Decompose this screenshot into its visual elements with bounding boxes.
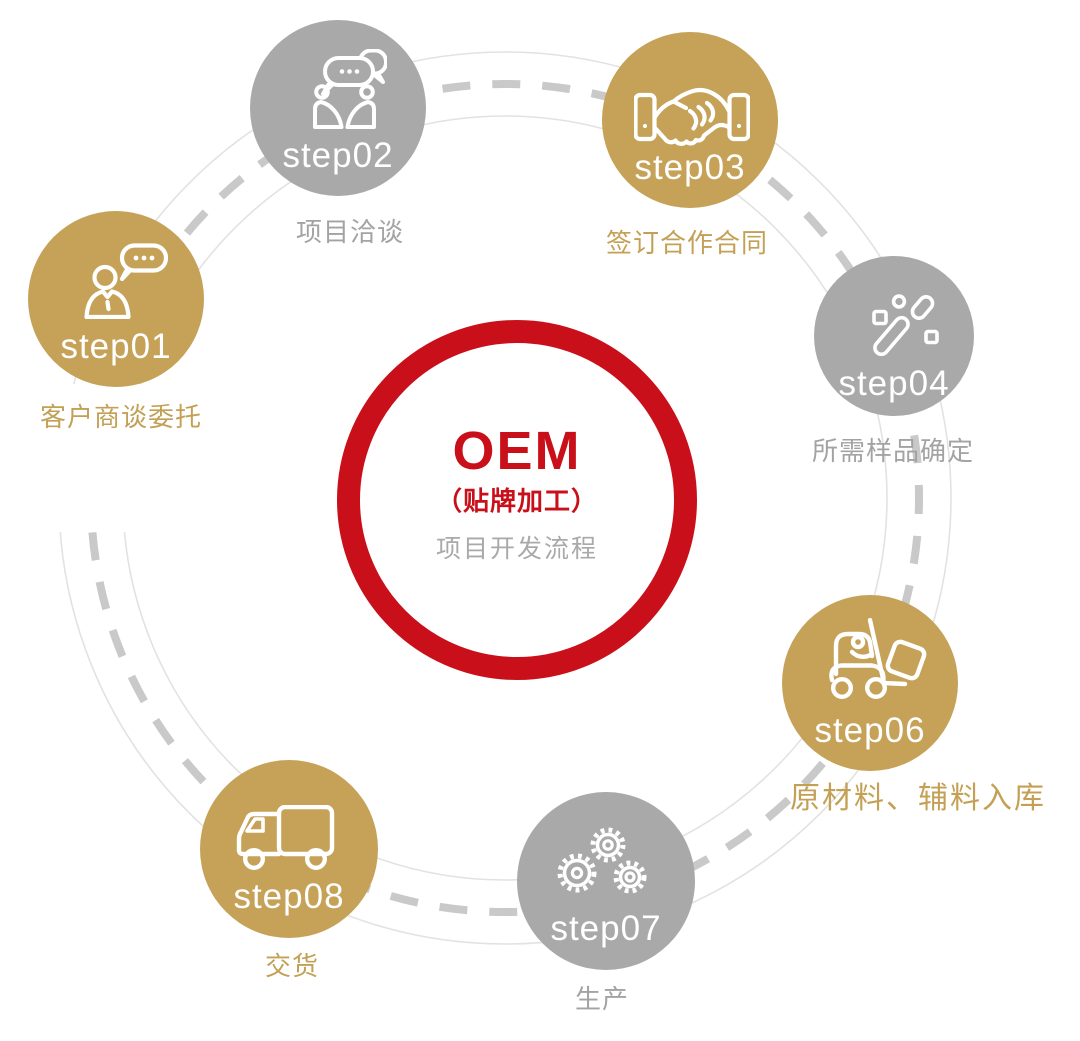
road-gap	[0, 384, 216, 532]
step-circle-step03: step03	[602, 32, 778, 208]
step-caption-step04: 所需样品确定	[811, 436, 975, 466]
oem-subtitle: （贴牌加工）	[435, 486, 598, 516]
step-circle-step02: step02	[250, 20, 426, 196]
center-circle: OEM （贴牌加工） 项目开发流程	[337, 320, 697, 680]
step-caption-step08: 交货	[264, 951, 320, 981]
step-number-label: step06	[814, 711, 926, 750]
handshake-icon	[634, 84, 750, 148]
step-number-label: step03	[634, 148, 746, 187]
truck-icon	[235, 805, 335, 871]
step-circle-step07: step07	[517, 792, 695, 970]
step-number-label: step07	[550, 909, 662, 948]
sample-wand-icon	[869, 293, 941, 361]
conversation-icon	[301, 49, 387, 129]
step-caption-step02: 项目洽谈	[295, 217, 405, 247]
step-circle-step01: step01	[28, 211, 204, 387]
gears-icon	[557, 827, 647, 895]
oem-title: OEM	[452, 421, 582, 481]
step-number-label: step01	[60, 327, 172, 366]
step-caption-step07: 生产	[574, 984, 630, 1014]
step-number-label: step04	[838, 364, 950, 403]
oem-caption: 项目开发流程	[435, 535, 598, 563]
forklift-icon	[826, 618, 932, 700]
step-circle-step04: step04	[814, 256, 974, 416]
person-chat-icon	[84, 243, 168, 319]
step-number-label: step08	[233, 877, 345, 916]
step-caption-step06: 原材料、辅料入库	[790, 782, 1046, 815]
step-number-label: step02	[282, 136, 394, 175]
step-circle-step06: step06	[782, 595, 958, 771]
step-caption-step03: 签订合作合同	[605, 228, 769, 258]
step-circle-step08: step08	[200, 760, 378, 938]
step-caption-step01: 客户商谈委托	[39, 402, 203, 432]
